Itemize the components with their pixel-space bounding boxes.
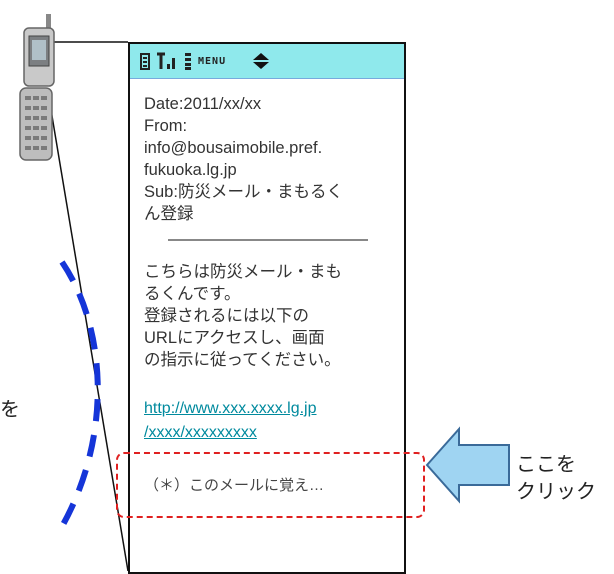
link-highlight-box — [116, 452, 425, 518]
email-subject-line1: Sub:防災メール・まもるく — [144, 183, 343, 201]
registration-link-line2[interactable]: /xxxx/xxxxxxxxx — [144, 424, 257, 441]
email-subject-line2: ん登録 — [144, 205, 194, 223]
email-from-line2: fukuoka.lg.jp — [144, 161, 237, 179]
email-from-line1: info@bousaimobile.pref. — [144, 139, 323, 157]
dashed-arc — [57, 260, 101, 532]
email-body-line: URLにアクセスし、画面 — [144, 329, 325, 347]
email-date: Date:2011/xx/xx — [144, 95, 262, 113]
divider — [168, 239, 368, 241]
left-arrow-icon — [425, 426, 510, 504]
email-body-line: 登録されるには以下の — [144, 307, 309, 325]
registration-link[interactable]: http://www.xxx.xxxx.lg.jp /xxxx/xxxxxxxx… — [144, 397, 392, 445]
email-footnote: （＊）このメールに覚え… — [144, 477, 325, 494]
edge-text: を — [0, 399, 20, 421]
battery-icon — [140, 52, 150, 70]
flip-phone-icon — [19, 14, 55, 161]
signal-icon — [184, 52, 192, 70]
updown-icon[interactable] — [252, 52, 270, 70]
email-body-line: こちらは防災メール・まも — [144, 263, 342, 281]
email-from-label: From: — [144, 117, 188, 135]
callout-line2: クリック — [516, 481, 596, 503]
email-body-line: るくんです。 — [144, 285, 241, 303]
antenna-icon — [156, 52, 178, 70]
email-body-line: の指示に従ってください。 — [144, 351, 341, 369]
email-body: こちらは防災メール・まも るくんです。 登録されるには以下の URLにアクセスし… — [144, 261, 392, 371]
registration-link-line1[interactable]: http://www.xxx.xxxx.lg.jp — [144, 400, 317, 417]
click-here-callout: ここを クリック — [516, 452, 596, 506]
callout-line1: ここを — [516, 454, 576, 476]
email-message: Date:2011/xx/xx From: info@bousaimobile.… — [130, 79, 404, 497]
